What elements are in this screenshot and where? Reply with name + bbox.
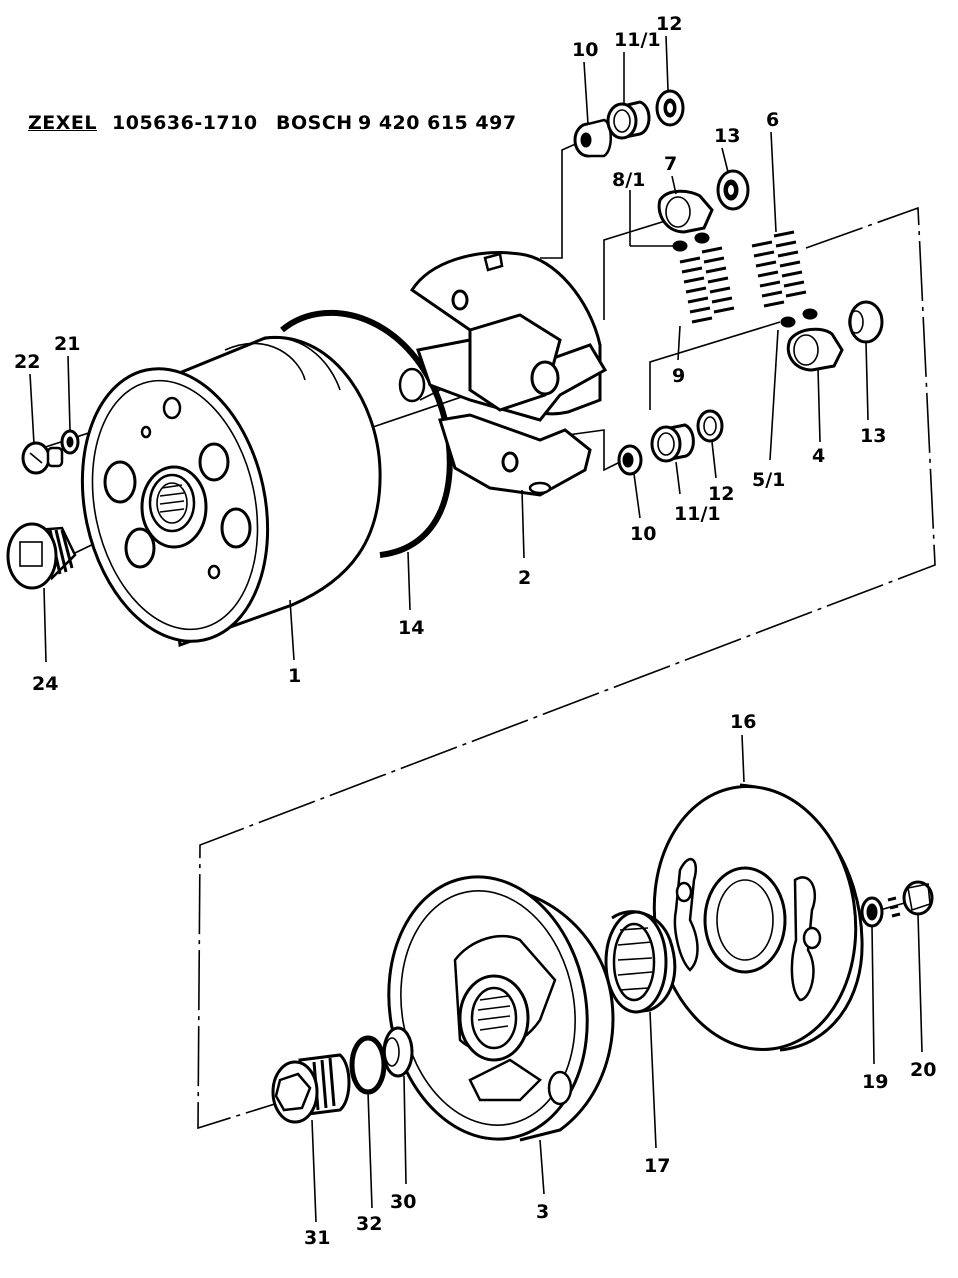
label-16: 16 [730,711,756,733]
label-2: 2 [518,567,531,589]
plug-bolt-part-31 [271,1053,351,1124]
header-zexel: ZEXEL [28,112,97,134]
header-bosch-part-number: 9 420 615 497 [358,112,517,134]
label-6: 6 [766,109,779,131]
header-zexel-part-number: 105636-1710 [112,112,258,134]
label-14: 14 [398,617,424,639]
slider-part-4 [786,327,844,372]
label-10-lower: 10 [630,523,656,545]
label-1: 1 [288,665,301,687]
label-19: 19 [862,1071,888,1093]
label-5-1: 5/1 [752,469,785,491]
rings-part-8-1 [672,232,710,252]
label-7: 7 [664,153,677,175]
header-bosch: BOSCH [276,112,353,134]
label-13-lower: 13 [860,425,886,447]
label-10-upper: 10 [572,39,598,61]
drive-plate-part-3 [387,875,615,1142]
label-4: 4 [812,445,825,467]
piston-set-lower [617,409,724,476]
slider-part-7 [657,189,714,234]
label-21: 21 [54,333,80,355]
washer-part-19 [860,896,884,928]
label-32: 32 [356,1213,382,1235]
label-9: 9 [672,365,685,387]
piston-set-upper [573,89,685,158]
screw-part-22 [21,441,64,475]
label-24: 24 [32,673,58,695]
label-13-upper: 13 [714,125,740,147]
callout-labels: 22 21 24 1 14 2 10 11/1 12 13 6 7 8/1 9 … [14,13,936,1249]
cap-part-13-upper [716,169,750,211]
label-31: 31 [304,1227,330,1249]
label-3: 3 [536,1201,549,1223]
label-12-upper: 12 [656,13,682,35]
springs-part-6 [751,230,807,308]
springs-part-9 [679,246,735,324]
label-11-1-lower: 11/1 [674,503,721,525]
cap-part-13-lower [848,300,884,344]
rings-part-5-1 [780,308,818,328]
bolt-part-20 [887,880,934,918]
cover-plate-part-16 [652,783,864,1052]
label-20: 20 [910,1059,936,1081]
washer-part-21 [60,429,80,455]
cam-ring-part-2 [398,251,608,497]
label-30: 30 [390,1191,416,1213]
bearing-part-17 [604,910,677,1014]
label-17: 17 [644,1155,670,1177]
label-12-lower: 12 [708,483,734,505]
o-ring-part-14 [280,309,453,558]
housing-part-1 [80,335,382,648]
plug-part-24 [6,522,77,590]
o-ring-part-32 [349,1035,387,1095]
ring-part-30 [382,1026,414,1078]
label-22: 22 [14,351,40,373]
leader-lines [29,35,923,1223]
label-8-1: 8/1 [612,169,645,191]
label-11-1-upper: 11/1 [614,29,661,51]
